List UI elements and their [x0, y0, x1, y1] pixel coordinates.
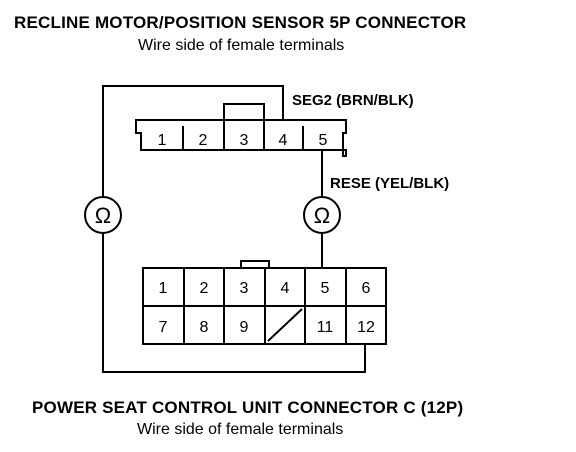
- wire-label-seg2: SEG2 (BRN/BLK): [292, 92, 414, 109]
- top-connector-lock: [223, 103, 265, 121]
- ohmmeter-right: [303, 196, 341, 234]
- bottom-pin-6: 6: [362, 280, 371, 297]
- bottom-pin-12: 12: [357, 319, 375, 336]
- top-pin-5: 5: [319, 132, 328, 149]
- bottom-connector-title: POWER SEAT CONTROL UNIT CONNECTOR C (12P…: [32, 398, 464, 417]
- ohm-symbol-right: Ω: [314, 203, 330, 228]
- top-connector-subtitle: Wire side of female terminals: [138, 37, 345, 54]
- bottom-pin-11: 11: [317, 319, 334, 336]
- top-connector-housing: [135, 119, 347, 157]
- bottom-pin-1: 1: [159, 280, 168, 297]
- bottom-pin-9: 9: [240, 319, 249, 336]
- bottom-connector-lock: [240, 260, 270, 269]
- top-pin-4: 4: [279, 132, 288, 149]
- top-pin-1: 1: [158, 132, 167, 149]
- wire-label-rese: RESE (YEL/BLK): [330, 175, 450, 192]
- top-pin-2: 2: [199, 132, 208, 149]
- bottom-pin-5: 5: [321, 280, 330, 297]
- bottom-pin-2: 2: [200, 280, 209, 297]
- wire-left-bottom: [102, 233, 366, 373]
- bottom-pin-8: 8: [200, 319, 209, 336]
- bottom-connector: [142, 260, 387, 345]
- top-pin-3: 3: [240, 132, 249, 149]
- wire-seg2: [102, 85, 284, 196]
- bottom-pin-4: 4: [281, 280, 290, 297]
- bottom-pin-7: 7: [159, 319, 168, 336]
- pin-10-blank-slash: [267, 308, 303, 342]
- bottom-connector-subtitle: Wire side of female terminals: [137, 421, 344, 438]
- top-connector: [135, 103, 347, 157]
- bottom-pin-3: 3: [240, 280, 249, 297]
- ohmmeter-left: [84, 196, 122, 234]
- top-connector-title: RECLINE MOTOR/POSITION SENSOR 5P CONNECT…: [14, 13, 467, 32]
- ohm-symbol-left: Ω: [95, 203, 111, 228]
